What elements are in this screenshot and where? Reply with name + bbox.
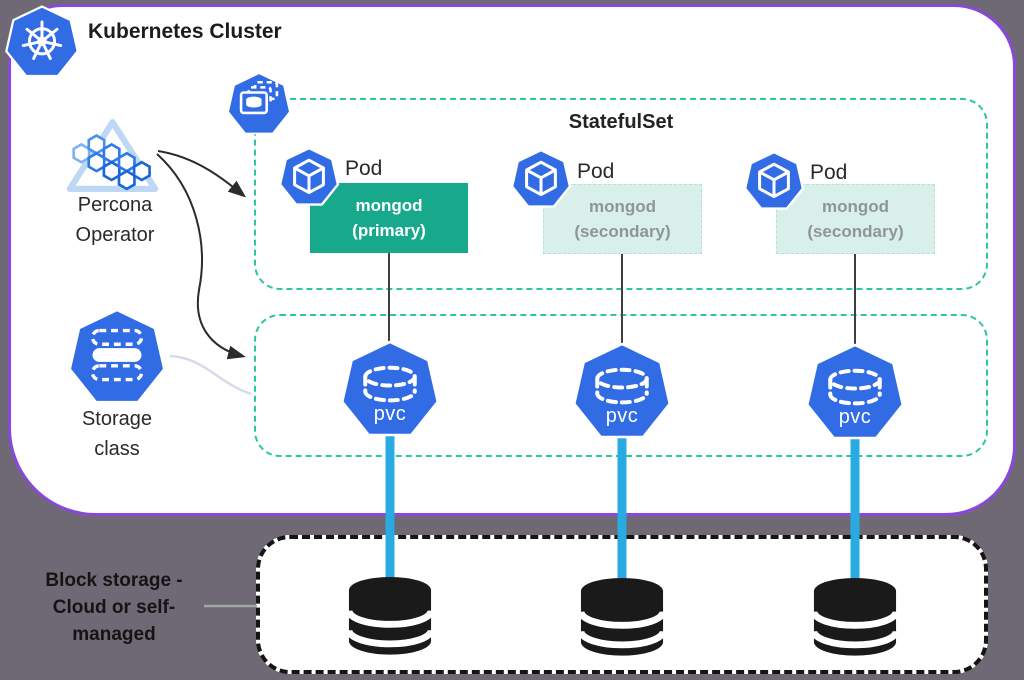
block-storage-label-line2: Cloud or self- <box>52 596 176 618</box>
pvc-icon: pvc <box>805 343 905 442</box>
mongod-role: (secondary) <box>574 222 671 241</box>
pvc-label: pvc <box>605 405 639 427</box>
statefulset-label: StatefulSet <box>568 111 674 133</box>
disk-storage-icon <box>577 576 667 666</box>
pod-label: Pod <box>345 157 383 180</box>
pvc-icon: pvc <box>572 342 672 441</box>
disk-storage-icon <box>345 575 435 665</box>
pvc-label: pvc <box>373 403 407 425</box>
mongod-name: mongod <box>355 195 423 215</box>
pvc-label: pvc <box>838 406 872 428</box>
storage-class-label-line1: Storage <box>81 408 153 430</box>
cluster-title: Kubernetes Cluster <box>88 20 282 43</box>
mongod-name: mongod <box>588 196 657 216</box>
pvc-icon: pvc <box>340 340 440 439</box>
mongod-role: (secondary) <box>807 222 904 241</box>
percona-operator-icon <box>60 116 165 196</box>
pod-icon <box>278 146 340 207</box>
disk-storage-icon <box>810 576 900 666</box>
mongod-secondary-box: mongod (secondary) <box>776 184 935 254</box>
pod-icon <box>743 150 805 211</box>
block-storage-label-line3: managed <box>72 623 156 645</box>
pod-label: Pod <box>810 161 848 184</box>
storage-class-label: Storage class <box>42 404 192 464</box>
block-storage-label-line1: Block storage - <box>45 570 183 591</box>
statefulset-icon <box>227 72 291 136</box>
pod-label: Pod <box>577 160 615 183</box>
percona-operator-label: Percona Operator <box>40 190 190 250</box>
percona-label-line1: Percona <box>77 194 153 216</box>
mongod-name: mongod <box>821 196 890 216</box>
mongod-primary-box: mongod (primary) <box>310 183 468 253</box>
mongod-role: (primary) <box>352 221 426 240</box>
storage-class-label-line2: class <box>94 438 140 460</box>
mongod-secondary-box: mongod (secondary) <box>543 184 702 254</box>
kubernetes-logo-icon <box>5 5 79 79</box>
block-storage-label: Block storage - Cloud or self- managed <box>16 568 212 649</box>
percona-label-line2: Operator <box>75 224 155 246</box>
pod-icon <box>510 148 572 209</box>
storage-class-icon <box>68 308 166 406</box>
